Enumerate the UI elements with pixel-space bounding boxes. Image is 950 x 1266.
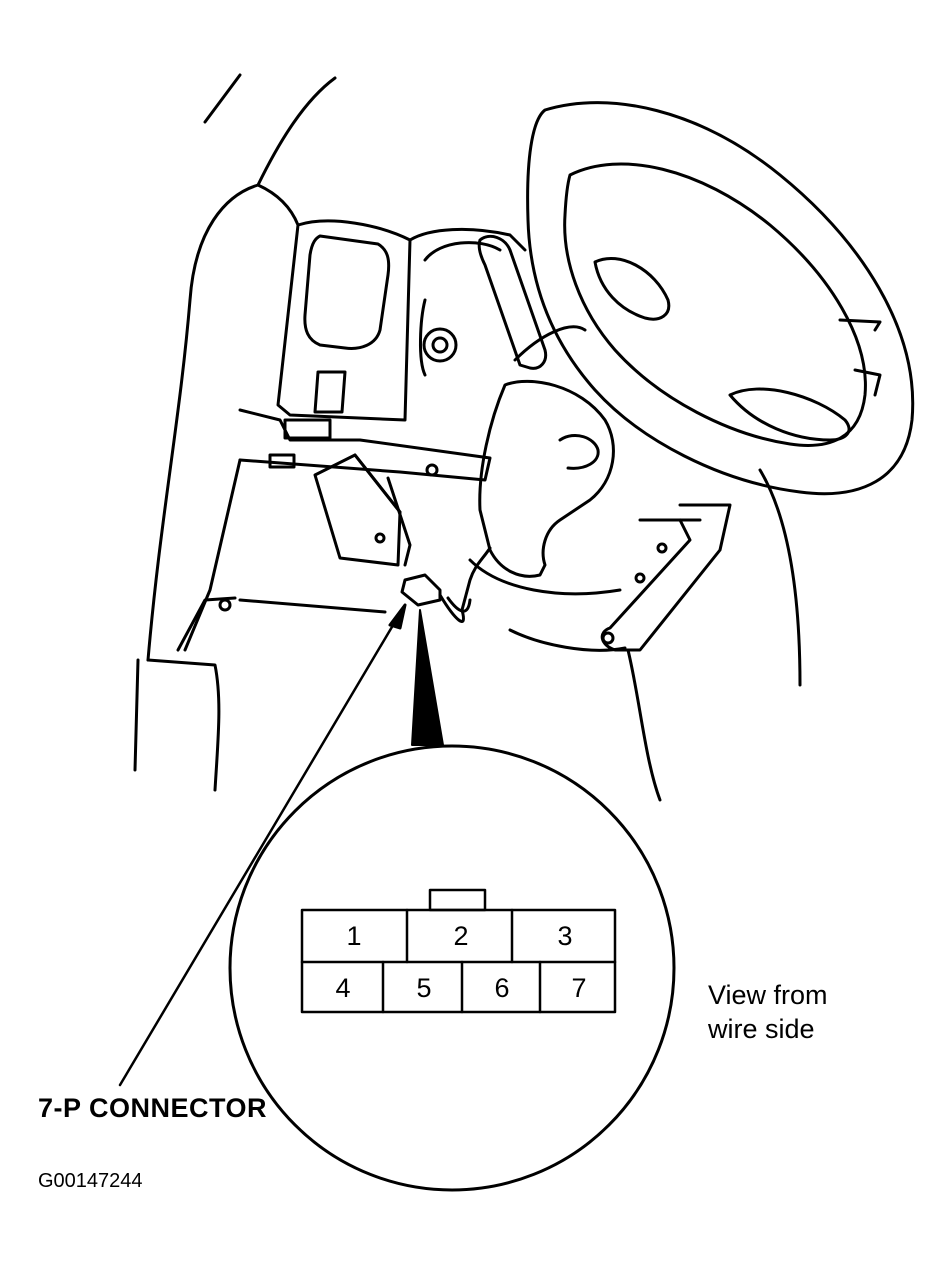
pin-3: 3 bbox=[557, 921, 572, 951]
instrument-cluster bbox=[276, 219, 527, 422]
pin-2: 2 bbox=[453, 921, 468, 951]
connector-on-vehicle bbox=[400, 546, 492, 623]
left-dash-panel bbox=[133, 183, 300, 792]
right-console bbox=[600, 468, 802, 802]
figure-id: G00147244 bbox=[38, 1170, 143, 1192]
view-note-line-2: wire side bbox=[708, 1014, 815, 1044]
pin-6: 6 bbox=[494, 973, 509, 1003]
zoom-pointer bbox=[411, 609, 444, 746]
connector-callout-label: 7-P CONNECTOR bbox=[38, 1093, 268, 1123]
view-note-line-1: View from bbox=[708, 980, 828, 1010]
pin-1: 1 bbox=[346, 921, 361, 951]
pin-4: 4 bbox=[335, 973, 350, 1003]
view-orientation-note: View from wire side bbox=[708, 978, 888, 1046]
connector-pin-labels: 1 2 3 4 5 6 7 bbox=[335, 921, 586, 1003]
lower-dash-bracket bbox=[176, 408, 492, 652]
callout-leader bbox=[118, 603, 407, 1087]
steering-column bbox=[468, 234, 627, 652]
pin-5: 5 bbox=[416, 973, 431, 1003]
pin-7: 7 bbox=[571, 973, 586, 1003]
windshield-pillar bbox=[203, 73, 337, 187]
steering-wheel bbox=[526, 101, 915, 496]
connector-face bbox=[300, 888, 617, 1014]
magnified-view-circle bbox=[228, 744, 676, 1192]
